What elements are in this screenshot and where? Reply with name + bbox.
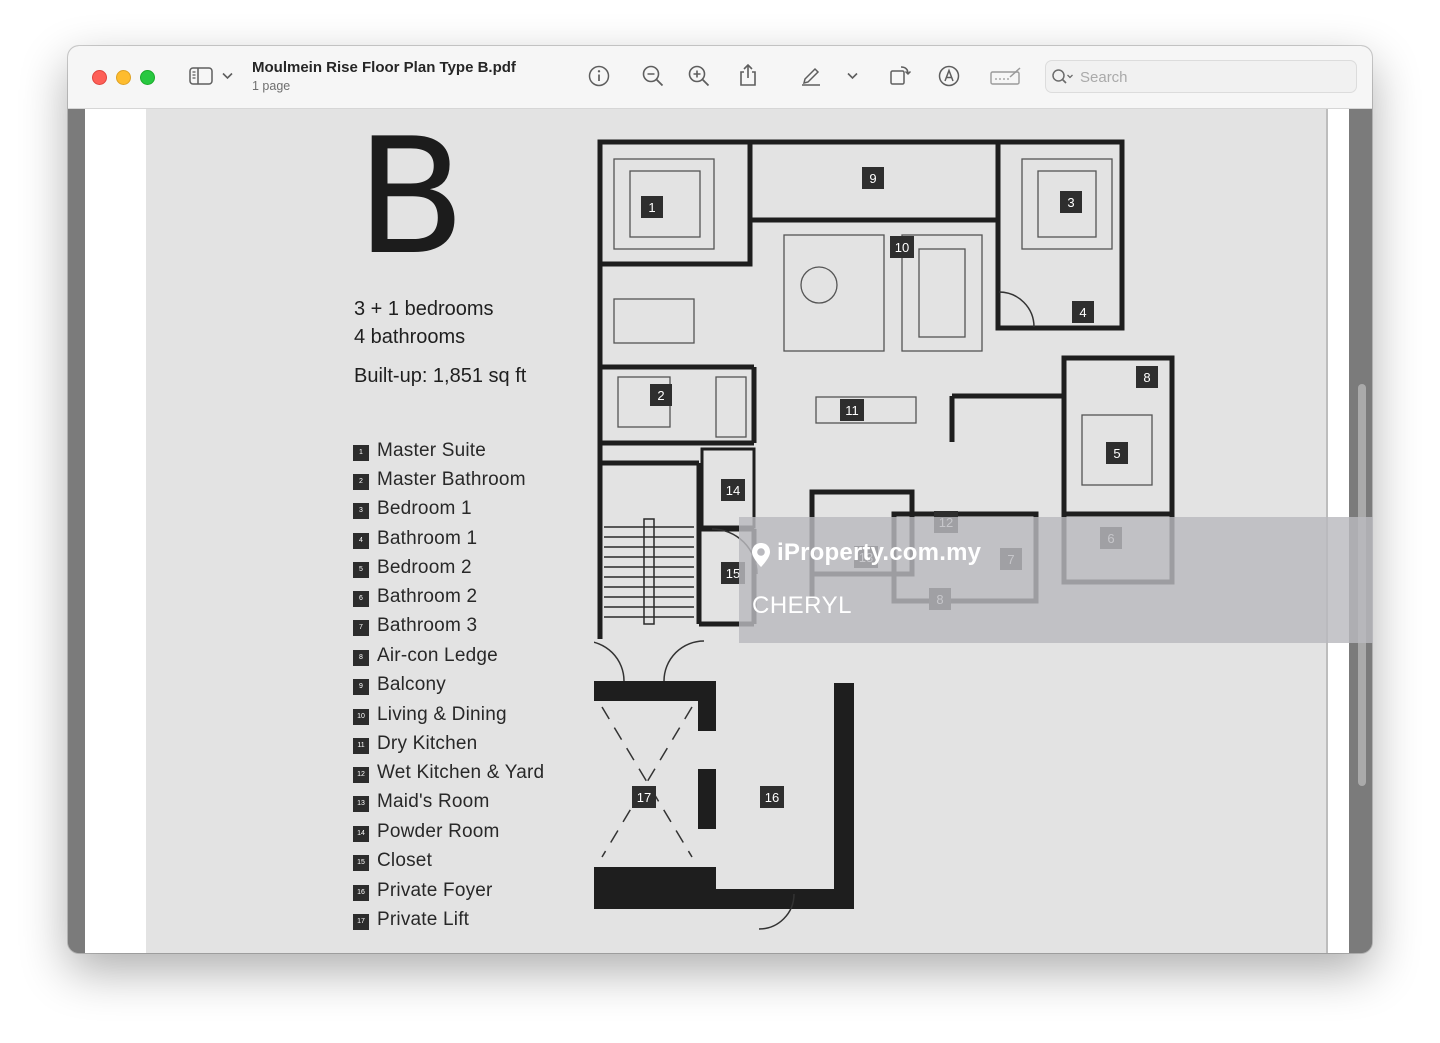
search-icon: [1052, 69, 1073, 84]
zoom-out-icon: [642, 65, 664, 87]
sidebar-menu-button[interactable]: [222, 72, 233, 80]
rotate-icon: [890, 66, 912, 85]
chevron-down-icon: [847, 72, 858, 80]
unit-type-letter: B: [356, 103, 466, 290]
zoom-in-icon: [688, 65, 710, 87]
annotate-icon: [938, 65, 960, 87]
signature-button[interactable]: [990, 66, 1022, 86]
plan-marker: 17: [637, 790, 651, 805]
bedroom-count: 3 + 1 bedrooms: [354, 298, 494, 320]
minimize-button[interactable]: [116, 70, 131, 85]
markup-button[interactable]: [800, 64, 822, 86]
watermark-overlay: iProperty.com.my CHERYL: [739, 517, 1373, 643]
location-pin-icon: [752, 543, 770, 567]
plan-marker: 8: [1143, 370, 1150, 385]
rotate-button[interactable]: [888, 64, 912, 86]
bathroom-count: 4 bathrooms: [354, 326, 466, 348]
chevron-down-icon: [222, 72, 233, 80]
plan-marker: 15: [726, 566, 740, 581]
plan-marker: 4: [1079, 305, 1086, 320]
plan-marker: 3: [1067, 195, 1074, 210]
document-title: Moulmein Rise Floor Plan Type B.pdf: [252, 59, 516, 76]
info-icon: [588, 65, 610, 87]
info-button[interactable]: [588, 65, 610, 87]
close-button[interactable]: [92, 70, 107, 85]
built-up-area: Built-up: 1,851 sq ft: [354, 365, 527, 387]
share-icon: [740, 63, 756, 86]
plan-marker: 1: [648, 200, 655, 215]
watermark-agent: CHERYL: [752, 592, 852, 619]
search-input[interactable]: [1078, 61, 1352, 94]
annotate-button[interactable]: [938, 65, 960, 87]
preview-window: Moulmein Rise Floor Plan Type B.pdf 1 pa…: [68, 46, 1372, 953]
zoom-button[interactable]: [140, 70, 155, 85]
plan-marker: 5: [1113, 446, 1120, 461]
plan-marker: 14: [726, 483, 740, 498]
plan-marker: 11: [845, 403, 859, 418]
watermark-brand: iProperty.com.my: [777, 539, 982, 566]
markup-menu-button[interactable]: [847, 72, 858, 80]
sidebar-toggle-button[interactable]: [189, 67, 213, 85]
share-button[interactable]: [738, 63, 758, 87]
signature-icon: [990, 67, 1021, 85]
plan-marker: 10: [895, 240, 909, 255]
plan-marker: 9: [869, 171, 876, 186]
plan-marker: 2: [657, 388, 664, 403]
plan-marker: 16: [765, 790, 779, 805]
zoom-in-button[interactable]: [688, 65, 710, 87]
toolbar: Moulmein Rise Floor Plan Type B.pdf 1 pa…: [68, 46, 1372, 109]
search-field[interactable]: [1045, 60, 1357, 94]
sidebar-icon: [189, 67, 213, 85]
zoom-out-button[interactable]: [642, 65, 664, 87]
markup-pen-icon: [802, 67, 820, 86]
page-count: 1 page: [252, 79, 291, 93]
